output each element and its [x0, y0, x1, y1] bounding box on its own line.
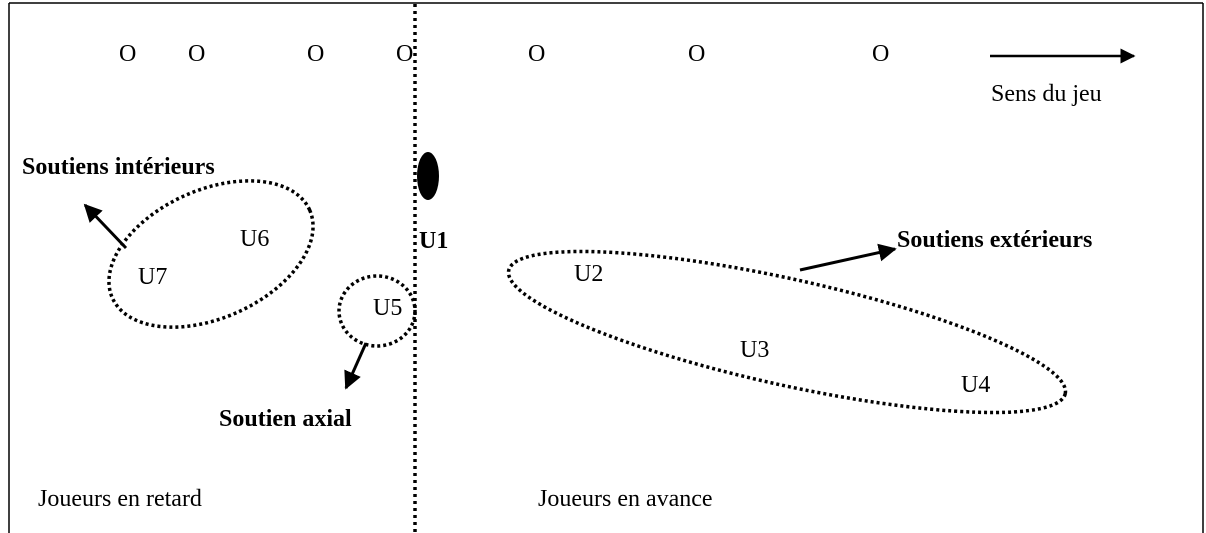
axial-support-label: Soutien axial [219, 406, 352, 432]
exterior-pointer-arrow [799, 243, 897, 272]
opponent-marker: O [688, 41, 706, 67]
player-u3: U3 [740, 337, 770, 363]
opponent-marker: O [307, 41, 325, 67]
opponent-marker: O [872, 41, 890, 67]
opponent-marker: O [119, 41, 137, 67]
player-u4: U4 [961, 372, 991, 398]
exterior-support-group [506, 249, 1068, 415]
ball-icon [417, 152, 439, 200]
player-u6: U6 [240, 226, 270, 252]
player-u2: U2 [574, 261, 604, 287]
zone-ahead-label: Joueurs en avance [538, 486, 713, 512]
axial-support-group [337, 274, 417, 348]
opponent-marker: O [528, 41, 546, 67]
player-u1: U1 [419, 228, 449, 254]
axial-pointer-arrow [344, 342, 368, 390]
direction-label: Sens du jeu [991, 81, 1102, 107]
player-u5: U5 [373, 295, 403, 321]
exterior-support-label: Soutiens extérieurs [897, 227, 1093, 253]
zone-behind-label: Joueurs en retard [38, 486, 202, 512]
interior-support-label: Soutiens intérieurs [22, 154, 215, 180]
interior-support-group [107, 179, 315, 329]
interior-pointer-arrow [83, 203, 128, 250]
player-u7: U7 [138, 264, 168, 290]
opponent-marker: O [188, 41, 206, 67]
opponent-marker: O [396, 41, 414, 67]
